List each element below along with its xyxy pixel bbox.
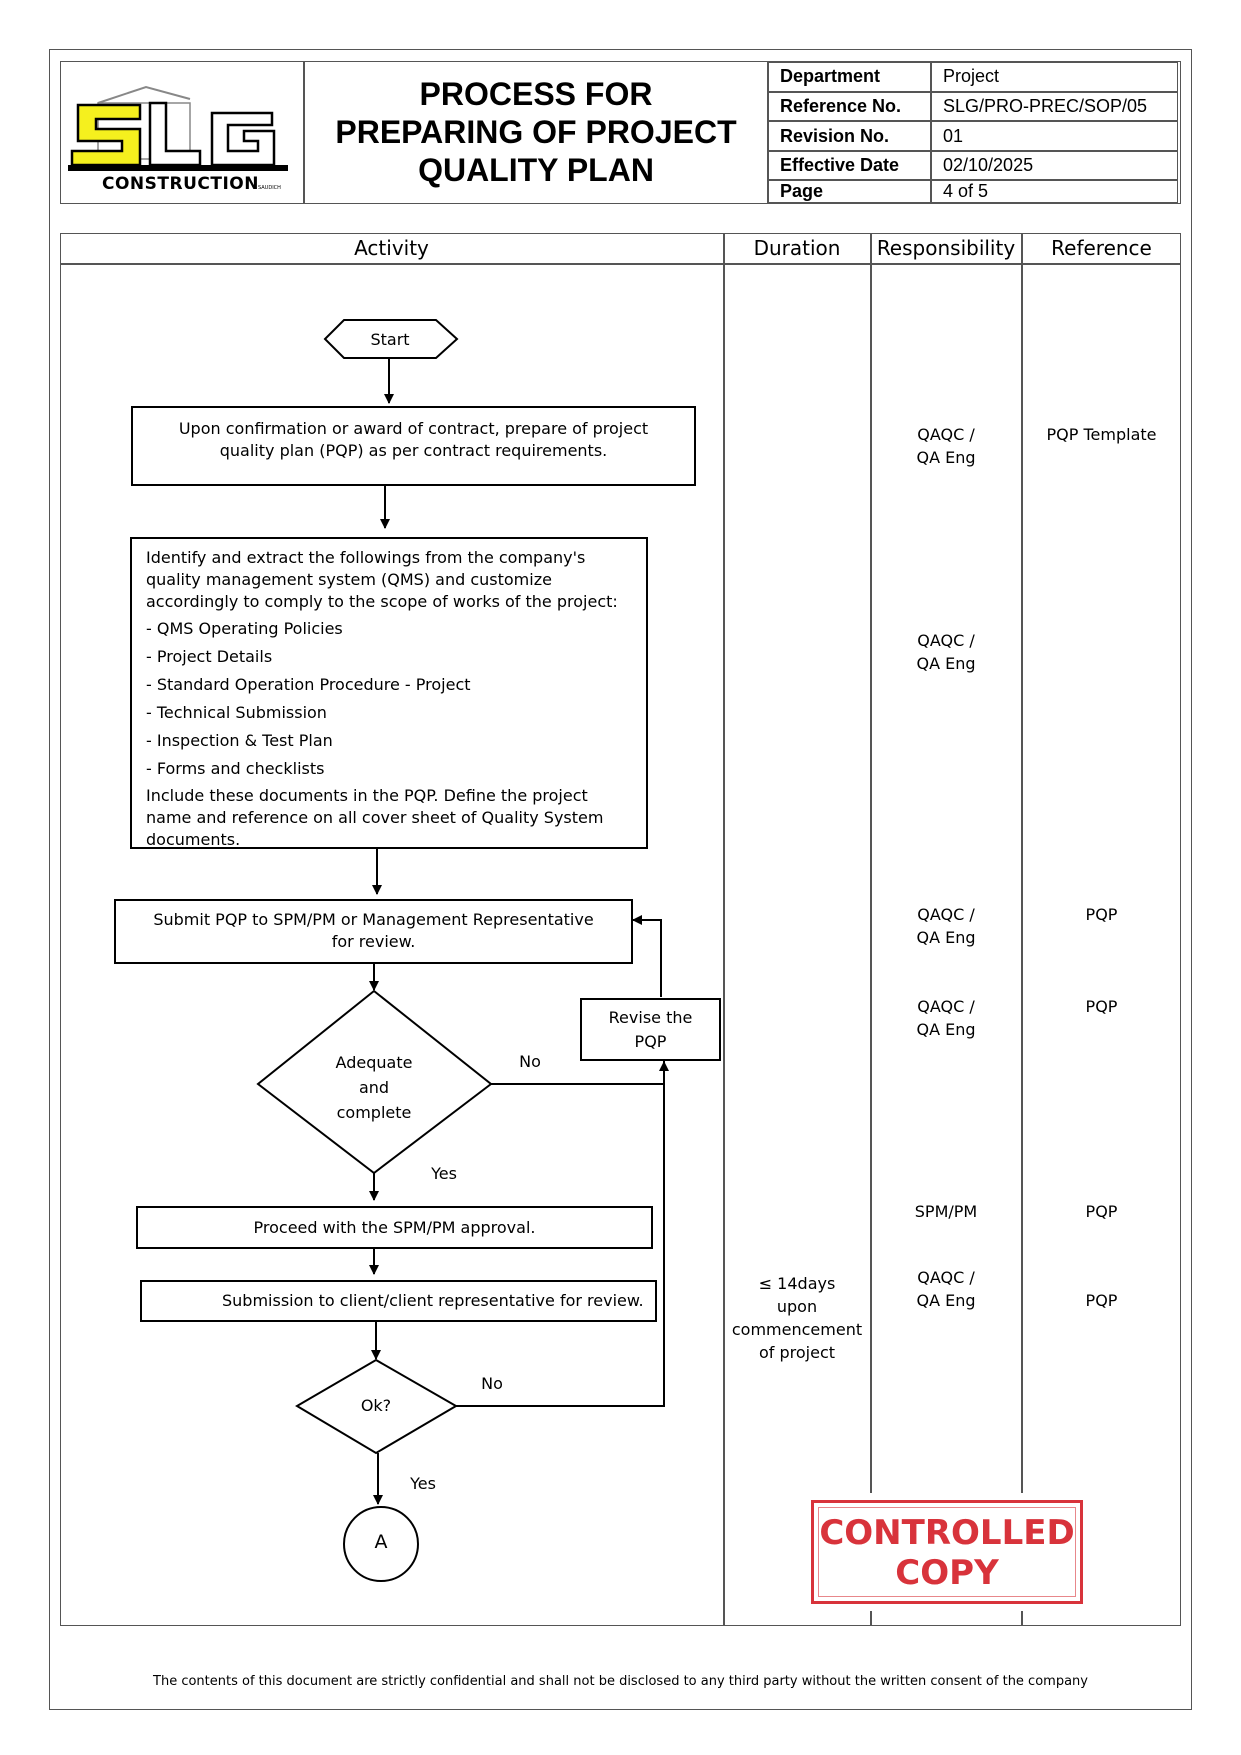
responsibility-row-1: QAQC / QA Eng [871, 423, 1021, 469]
responsibility-line: QAQC / [917, 1268, 975, 1287]
list-item: - Technical Submission [146, 703, 327, 722]
connector-a-label: A [374, 1531, 388, 1553]
info-value-reference: SLG/PRO-PREC/SOP/05 [943, 96, 1148, 116]
confidentiality-footer: The contents of this document are strict… [153, 1674, 1088, 1689]
decision-adequate-no: No [519, 1052, 541, 1071]
list-item: - Project Details [146, 647, 273, 666]
duration-line: upon [776, 1297, 818, 1316]
revise-line: PQP [634, 1032, 667, 1051]
column-header-duration: Duration [753, 236, 841, 260]
responsibility-row-2: QAQC / QA Eng [871, 629, 1021, 675]
company-logo: CONSTRUCTION SAUDICH [68, 85, 296, 195]
info-value-page: 4 of 5 [943, 181, 989, 201]
column-header-activity: Activity [354, 236, 429, 260]
responsibility-line: QA Eng [916, 1020, 976, 1039]
responsibility-row-6: QAQC / QA Eng [871, 1266, 1021, 1312]
duration-line: ≤ 14days [758, 1274, 836, 1293]
reference-row-4: PQP [1085, 997, 1118, 1016]
responsibility-row-5: SPM/PM [871, 1200, 1021, 1223]
title-line: PREPARING OF PROJECT [335, 114, 737, 150]
decision-ok-label: Ok? [360, 1396, 392, 1415]
title-line: QUALITY PLAN [418, 152, 654, 188]
responsibility-line: QAQC / [917, 997, 975, 1016]
responsibility-line: QA Eng [916, 928, 976, 947]
controlled-copy-stamp: CONTROLLED COPY [811, 1500, 1083, 1604]
duration-row-6: ≤ 14days upon commencement of project [724, 1272, 870, 1364]
qms-documents-list: - QMS Operating Policies - Project Detai… [146, 615, 632, 783]
responsibility-line: SPM/PM [914, 1202, 978, 1221]
duration-line: commencement [731, 1320, 863, 1339]
decision-ok-no: No [481, 1374, 503, 1393]
document-title: PROCESS FOR PREPARING OF PROJECT QUALITY… [305, 75, 767, 189]
svg-text:SAUDICH: SAUDICH [258, 185, 281, 191]
doc-info-table [768, 62, 1178, 203]
decision-adequate-label: Adequate and complete [314, 1050, 434, 1125]
svg-text:CONSTRUCTION: CONSTRUCTION [102, 174, 259, 194]
step-identify-qms: Identify and extract the followings from… [130, 537, 648, 849]
reference-row-1: PQP Template [1046, 425, 1157, 444]
revise-line: Revise the [608, 1008, 693, 1027]
info-key-page: Page [780, 181, 824, 201]
list-item: - Standard Operation Procedure - Project [146, 675, 471, 694]
step-prepare-pqp: Upon confirmation or award of contract, … [131, 406, 696, 486]
info-value-revision: 01 [943, 126, 964, 146]
reference-row-3: PQP [1085, 905, 1118, 924]
list-item: - QMS Operating Policies [146, 619, 343, 638]
responsibility-line: QA Eng [916, 448, 976, 467]
title-line: PROCESS FOR [419, 76, 653, 112]
page-frame [49, 49, 1192, 1710]
info-key-department: Department [780, 66, 881, 86]
step-identify-outro: Include these documents in the PQP. Defi… [146, 786, 604, 849]
responsibility-line: QA Eng [916, 654, 976, 673]
step-client-submission: Submission to client/client representati… [140, 1280, 657, 1322]
responsibility-line: QAQC / [917, 905, 975, 924]
list-item: - Forms and checklists [146, 759, 325, 778]
step-client-submission-text: Submission to client/client representati… [222, 1291, 644, 1310]
decision-ok-yes: Yes [410, 1474, 436, 1493]
process-table [60, 233, 1181, 1626]
column-header-reference: Reference [1051, 236, 1152, 260]
list-item: - Inspection & Test Plan [146, 731, 333, 750]
start-label: Start [370, 330, 410, 349]
decision-ok-diamond [295, 1358, 458, 1455]
responsibility-line: QA Eng [916, 1291, 976, 1310]
duration-line: of project [758, 1343, 836, 1362]
decision-line: complete [336, 1103, 412, 1122]
column-header-responsibility: Responsibility [876, 236, 1016, 260]
step-spm-approval-text: Proceed with the SPM/PM approval. [253, 1218, 536, 1237]
responsibility-line: QAQC / [917, 425, 975, 444]
stamp-line: COPY [895, 1553, 999, 1593]
stamp-line: CONTROLLED [819, 1513, 1075, 1553]
info-key-revision: Revision No. [780, 126, 890, 146]
responsibility-line: QAQC / [917, 631, 975, 650]
start-terminal [323, 319, 459, 359]
responsibility-row-3: QAQC / QA Eng [871, 903, 1021, 949]
header-frame [60, 61, 1181, 204]
decision-line: and [358, 1078, 390, 1097]
step-submit-pqp: Submit PQP to SPM/PM or Management Repre… [114, 899, 633, 964]
step-spm-approval: Proceed with the SPM/PM approval. [136, 1206, 653, 1249]
step-revise-pqp: Revise the PQP [580, 998, 721, 1061]
reference-row-5: PQP [1085, 1202, 1118, 1221]
reference-row-6: PQP [1085, 1291, 1118, 1310]
info-value-department: Project [943, 66, 1000, 86]
decision-line: Adequate [335, 1053, 413, 1072]
responsibility-row-4: QAQC / QA Eng [871, 995, 1021, 1041]
step-submit-pqp-text: Submit PQP to SPM/PM or Management Repre… [153, 910, 594, 951]
step-identify-intro: Identify and extract the followings from… [146, 548, 618, 611]
step-prepare-pqp-text: Upon confirmation or award of contract, … [178, 419, 649, 460]
info-value-effective-date: 02/10/2025 [943, 155, 1034, 175]
connector-a-circle [343, 1506, 419, 1582]
decision-adequate-yes: Yes [431, 1164, 457, 1183]
info-key-reference: Reference No. [780, 96, 902, 116]
info-key-effective-date: Effective Date [780, 155, 900, 175]
